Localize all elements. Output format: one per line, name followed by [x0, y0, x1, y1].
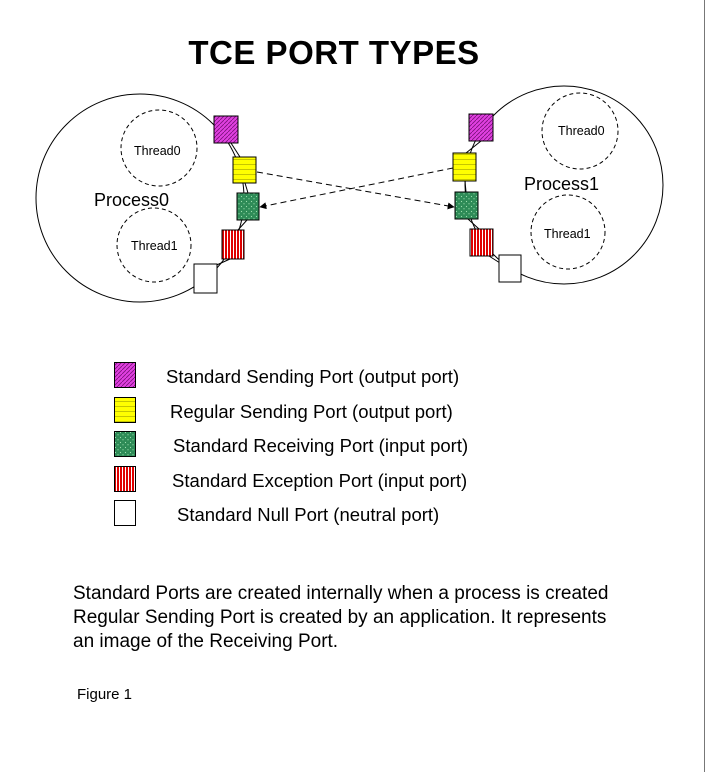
- note-line: Regular Sending Port is created by an ap…: [73, 607, 607, 628]
- description-note: Standard Ports are created internally wh…: [73, 582, 693, 654]
- note-line: Standard Ports are created internally wh…: [73, 583, 609, 604]
- port-diagram: Thread0 Thread1 Process0 Thread0 Thread1…: [35, 85, 664, 303]
- legend-label: Regular Sending Port (output port): [170, 400, 453, 422]
- diagram-title: TCE PORT TYPES: [188, 34, 480, 71]
- thread-0-circle: [120, 109, 198, 187]
- process-1-standard-receiving-port: [454, 191, 479, 220]
- process-1-standard-sending-port: [468, 113, 494, 142]
- process-1-regular-sending-port: [452, 152, 477, 182]
- process-0: Thread0 Thread1 Process0: [35, 93, 260, 303]
- green-port-swatch: [114, 431, 136, 457]
- thread-1-circle: [116, 207, 192, 283]
- process-0-regular-sending-port: [232, 156, 257, 184]
- thread-1-circle: [530, 194, 606, 270]
- legend-label: Standard Null Port (neutral port): [177, 504, 440, 525]
- legend-label: Standard Exception Port (input port): [172, 469, 468, 491]
- process-1-label: Process1: [524, 174, 599, 194]
- process-0-standard-exception-port: [221, 229, 245, 260]
- yellow-port-swatch: [114, 396, 136, 423]
- thread-1-label: Thread1: [131, 239, 178, 253]
- process-0-standard-null-port: [193, 263, 218, 294]
- arrow-process0-to-process1: [256, 171, 455, 210]
- figure-label: Figure 1: [77, 686, 133, 703]
- white-port-swatch: [114, 500, 136, 526]
- thread-0-label: Thread0: [134, 144, 181, 158]
- magenta-port-swatch: [114, 362, 136, 388]
- red-port-swatch: [114, 465, 136, 492]
- process-1-standard-null-port: [498, 254, 522, 283]
- thread-0-circle: [541, 92, 619, 170]
- process-0-standard-receiving-port: [236, 192, 260, 221]
- note-line: an image of the Receiving Port.: [73, 631, 339, 652]
- thread-1-label: Thread1: [544, 227, 591, 241]
- page-right-border: [704, 0, 705, 772]
- process-0-label: Process0: [94, 190, 169, 210]
- process-1-standard-exception-port: [469, 228, 494, 257]
- thread-0-label: Thread0: [558, 124, 605, 138]
- legend-label: Standard Receiving Port (input port): [173, 435, 469, 456]
- arrow-process1-to-process0: [259, 167, 454, 210]
- process-1: Thread0 Thread1 Process1: [452, 85, 664, 285]
- process-0-standard-sending-port: [213, 115, 239, 144]
- legend-label: Standard Sending Port (output port): [166, 366, 460, 387]
